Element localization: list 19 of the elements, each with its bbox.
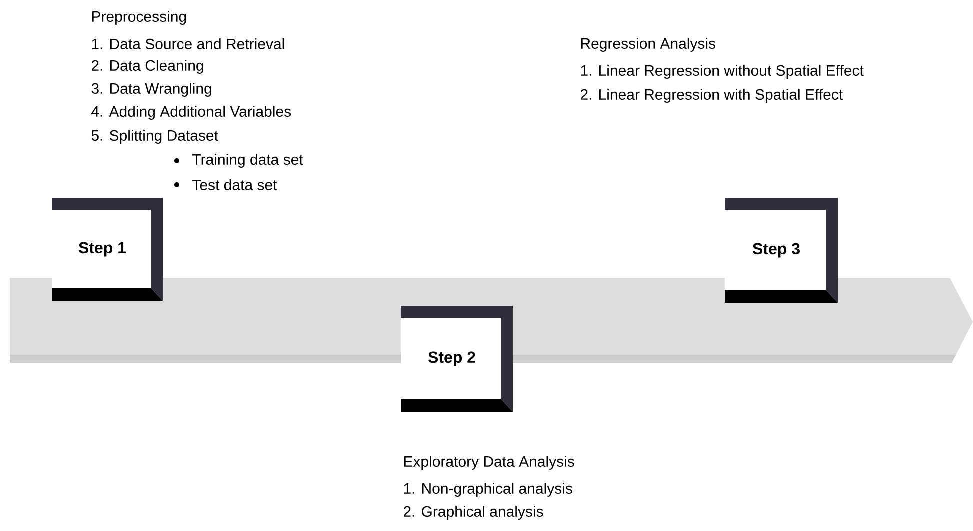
list-item: 1. Non-graphical analysis — [404, 483, 572, 497]
list-item: 3. Data Wrangling — [92, 83, 212, 97]
node-label: Step 3 — [752, 243, 800, 258]
list-heading: Exploratory Data Analysis — [404, 456, 574, 470]
node-label: Step 1 — [78, 242, 126, 257]
step-box: Step 1 — [52, 198, 163, 301]
list-item: 2. Linear Regression with Spatial Effect — [580, 89, 843, 103]
list-item: 5. Splitting Dataset — [92, 130, 218, 144]
list-item: 1. Linear Regression without Spatial Effect — [581, 65, 864, 79]
step-box: Step 3 — [725, 198, 838, 303]
list-item: 2. Data Cleaning — [92, 60, 204, 74]
bullet-item: Training data set — [174, 154, 304, 168]
list-item: 1. Data Source and Retrieval — [92, 38, 284, 50]
step-box: Step 2 — [401, 306, 513, 412]
list-heading: Regression Analysis — [581, 38, 716, 52]
list-heading: Preprocessing — [92, 11, 186, 25]
bullet-item: Test data set — [174, 180, 278, 190]
list-item: 2. Graphical analysis — [404, 506, 544, 520]
list-item: 4. Adding Additional Variables — [92, 106, 292, 120]
